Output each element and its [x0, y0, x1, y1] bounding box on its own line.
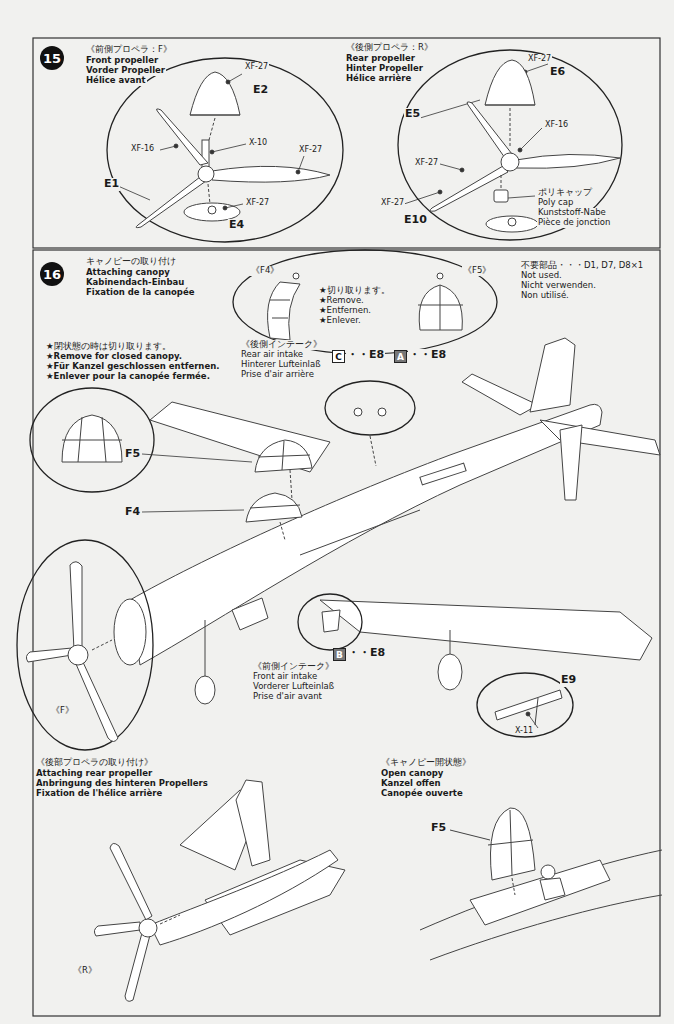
heading-text: Rear propeller	[345, 54, 416, 64]
paint-code: XF-27	[244, 62, 269, 71]
note-text: 《F5》	[462, 266, 492, 276]
heading-text: Attaching canopy	[85, 268, 171, 278]
part-number: E6	[549, 66, 566, 79]
part-number: ・・E8	[408, 349, 447, 362]
note-text: 《後側インテーク》	[240, 340, 323, 350]
part-number: F5	[124, 448, 141, 461]
heading-text: Hinter Propeller	[345, 64, 424, 74]
part-number: F4	[124, 506, 141, 519]
paint-code: X-11	[514, 726, 534, 735]
note-text: Front air intake	[252, 672, 318, 682]
heading-text: キャノピーの取り付け	[85, 257, 177, 267]
note-text: ★Remove.	[318, 296, 365, 306]
note-text: Prise d'air arrière	[240, 370, 315, 380]
heading-text: Anbringung des hinteren Propellers	[35, 779, 209, 789]
paint-code: XF-27	[298, 145, 323, 154]
note-text: Not used.	[520, 271, 563, 281]
heading-text: ★Für Kanzel geschlossen entfernen.	[45, 362, 220, 372]
note-text: 《前側インテーク》	[252, 662, 335, 672]
note-text: ★Entfernen.	[318, 306, 372, 316]
leader-lines	[118, 64, 548, 210]
part-letter-box: C	[332, 350, 345, 363]
note-text: ★切り取ります。	[318, 286, 391, 296]
step-number-text: 15	[43, 51, 61, 66]
heading-text: Kanzel offen	[380, 779, 442, 789]
step-number-text: 16	[43, 267, 61, 282]
note-text: Non utilisé.	[520, 291, 570, 301]
heading-text: Front propeller	[85, 56, 159, 66]
heading-text: ★Enlever pour la canopée fermée.	[45, 372, 211, 382]
part-letter: A	[397, 352, 404, 362]
note-text: 《F》	[50, 706, 75, 716]
leader-lines	[142, 454, 538, 728]
rear-propeller	[398, 50, 622, 240]
canopy-parts	[30, 250, 497, 492]
part-number: E5	[404, 108, 421, 121]
paint-code: XF-16	[130, 144, 155, 153]
note-text: ★Enlever.	[318, 316, 362, 326]
note-text: Prise d'air avant	[252, 692, 323, 702]
paint-code: X-10	[248, 138, 268, 147]
part-letter: C	[335, 352, 342, 362]
heading-text: Fixation de la canopée	[85, 288, 195, 298]
heading-text: Canopée ouverte	[380, 789, 464, 799]
aircraft-drawing	[114, 338, 660, 737]
note-text: Hinterer Lufteinlaß	[240, 360, 322, 370]
heading-text: Kabinendach-Einbau	[85, 278, 185, 288]
note-text: 《F4》	[250, 266, 280, 276]
part-number: E4	[228, 219, 245, 232]
heading-text: 《キャノピー開状態》	[380, 758, 472, 768]
paint-code: XF-27	[414, 158, 439, 167]
note-text: Rear air intake	[240, 350, 304, 360]
heading-text: Hélice arrière	[345, 74, 412, 84]
heading-text: 《前側プロペラ：F》	[85, 45, 173, 55]
part-letter-box: A	[394, 350, 407, 363]
note-text: Vorderer Lufteinlaß	[252, 682, 335, 692]
part-number: F5	[430, 822, 447, 835]
note-text: ★閉状態の時は切り取ります。	[45, 342, 172, 352]
note-text: 《R》	[72, 966, 98, 976]
note-text: 不要部品・・・D1, D7, D8×1	[520, 261, 644, 271]
part-number: ・・E8	[346, 349, 385, 362]
step-number: 16	[40, 262, 64, 286]
paint-code: XF-27	[527, 54, 552, 63]
part-letter: B	[336, 650, 343, 660]
heading-text: 《後側プロペラ：R》	[345, 43, 434, 53]
heading-text: 《後部プロペラの取り付け》	[35, 758, 154, 768]
rear-propeller-view	[94, 780, 345, 1001]
part-number: E10	[403, 214, 428, 227]
paint-code: XF-27	[245, 198, 270, 207]
heading-text: Open canopy	[380, 769, 444, 779]
paint-code: XF-27	[380, 198, 405, 207]
note-text: Poly cap	[537, 198, 574, 208]
step-frame	[33, 38, 660, 1016]
note-text: Pièce de jonction	[537, 218, 611, 228]
front-propeller-view	[17, 540, 153, 750]
paint-code: XF-16	[544, 120, 569, 129]
note-text: Nicht verwenden.	[520, 281, 597, 291]
part-number: ・・E8	[347, 647, 386, 660]
note-text: ポリキャップ	[537, 188, 593, 198]
heading-text: Fixation de l'hélice arrière	[35, 789, 163, 799]
note-text: Kunststoff-Nabe	[537, 208, 607, 218]
heading-text: ★Remove for closed canopy.	[45, 352, 183, 362]
part-number: E1	[103, 178, 120, 191]
part-number: E2	[252, 84, 269, 97]
step-number: 15	[40, 46, 64, 70]
heading-text: Attaching rear propeller	[35, 769, 153, 779]
heading-text: Vorder Propeller	[85, 66, 166, 76]
part-letter-box: B	[333, 648, 346, 661]
heading-text: Hélice avant	[85, 76, 147, 86]
open-canopy-view	[420, 808, 662, 960]
part-number: E9	[560, 674, 577, 687]
